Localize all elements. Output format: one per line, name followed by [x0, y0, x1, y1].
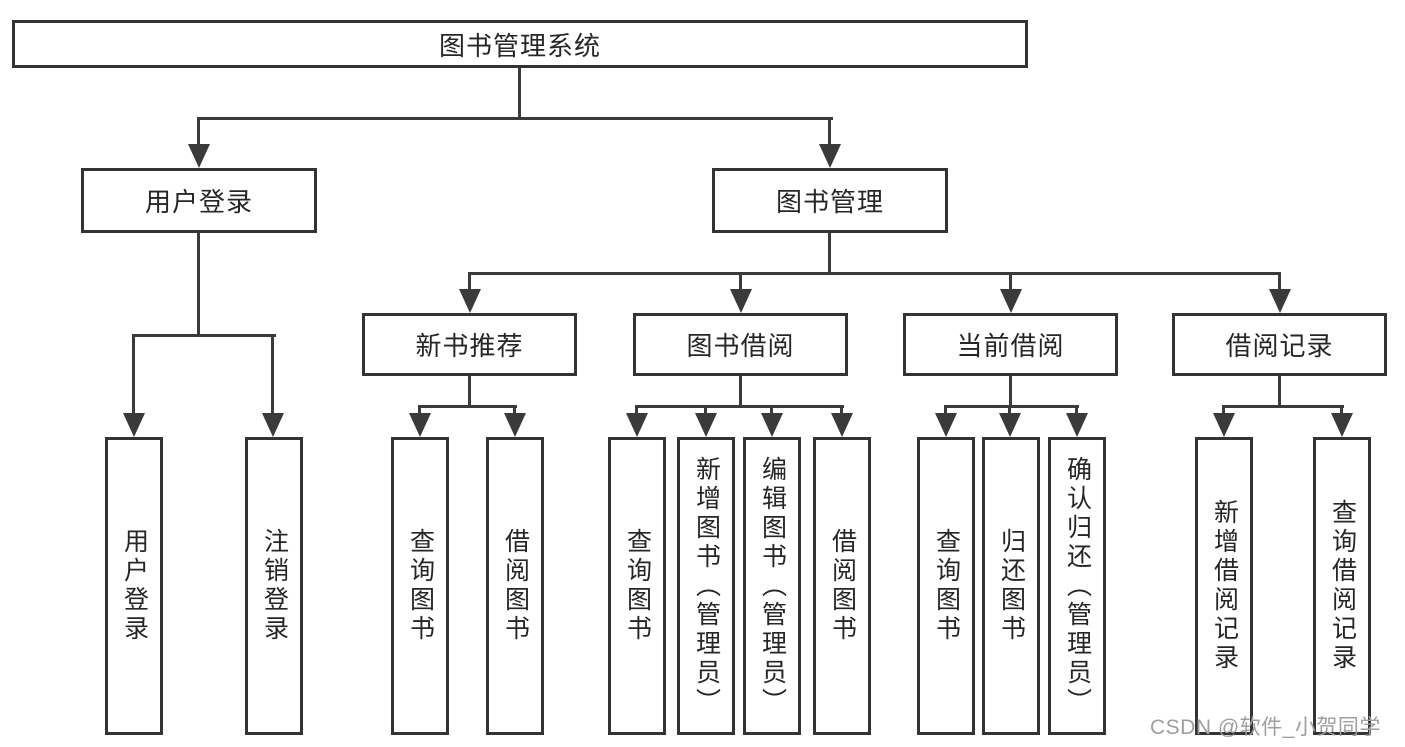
arrowhead-down-icon — [188, 144, 210, 168]
arrowhead-down-icon — [695, 413, 717, 437]
node-label: 查询图书 — [406, 528, 435, 644]
node-label: 借阅图书 — [828, 528, 857, 644]
connector-line — [1008, 405, 1011, 414]
node-leaf-confirm-return-admin: 确认归还（管理员） — [1048, 437, 1106, 735]
connector-line — [840, 405, 843, 414]
node-leaf-borrow-books: 借阅图书 — [813, 437, 871, 735]
connector-line — [132, 334, 135, 413]
node-label: 查询图书 — [932, 528, 961, 644]
node-book-borrowing: 图书借阅 — [633, 313, 848, 376]
node-leaf-edit-books-admin: 编辑图书（管理员） — [743, 437, 801, 735]
connector-line — [828, 233, 831, 272]
arrowhead-down-icon — [831, 413, 853, 437]
node-user-login: 用户登录 — [81, 168, 317, 233]
connector-line — [468, 272, 471, 289]
arrowhead-down-icon — [123, 413, 145, 437]
connector-line — [1222, 405, 1344, 408]
arrowhead-down-icon — [935, 413, 957, 437]
arrowhead-down-icon — [409, 413, 431, 437]
connector-line — [1222, 405, 1225, 414]
node-label: 查询借阅记录 — [1328, 499, 1357, 673]
node-label: 新增借阅记录 — [1210, 499, 1239, 673]
node-leaf-query-books: 查询图书 — [608, 437, 666, 735]
connector-line — [418, 405, 421, 414]
node-label: 图书管理 — [775, 187, 884, 217]
node-label: 图书管理系统 — [438, 30, 601, 61]
node-leaf-borrow-books: 借阅图书 — [486, 437, 544, 735]
connector-line — [418, 405, 517, 408]
node-label: 当前借阅 — [956, 331, 1065, 361]
arrowhead-down-icon — [1269, 289, 1291, 313]
arrowhead-down-icon — [504, 413, 526, 437]
connector-line — [197, 117, 200, 144]
node-label: 注销登录 — [260, 528, 289, 644]
connector-line — [635, 405, 844, 408]
connector-line — [1278, 272, 1281, 289]
connector-line — [635, 405, 638, 414]
connector-line — [770, 405, 773, 414]
connector-line — [739, 272, 742, 289]
node-label: 归还图书 — [997, 528, 1026, 644]
node-library-management-system: 图书管理系统 — [12, 20, 1028, 68]
connector-line — [513, 405, 516, 414]
connector-line — [739, 376, 742, 405]
connector-line — [1278, 376, 1281, 405]
connector-line — [197, 117, 833, 120]
connector-line — [944, 405, 947, 414]
connector-line — [704, 405, 707, 414]
arrowhead-down-icon — [999, 413, 1021, 437]
node-leaf-query-books: 查询图书 — [391, 437, 449, 735]
node-label: 新增图书（管理员） — [692, 455, 721, 717]
node-leaf-query-borrow-record: 查询借阅记录 — [1313, 437, 1371, 735]
arrowhead-down-icon — [1331, 413, 1353, 437]
node-label: 借阅图书 — [501, 528, 530, 644]
node-book-management: 图书管理 — [712, 168, 948, 233]
connector-line — [468, 272, 1281, 275]
connector-line — [1340, 405, 1343, 414]
node-label: 用户登录 — [144, 187, 253, 217]
node-new-book-recommendation: 新书推荐 — [362, 313, 577, 376]
arrowhead-down-icon — [819, 144, 841, 168]
node-label: 查询图书 — [623, 528, 652, 644]
arrowhead-down-icon — [1066, 413, 1088, 437]
arrowhead-down-icon — [262, 413, 284, 437]
node-leaf-user-login: 用户登录 — [105, 437, 163, 735]
arrowhead-down-icon — [459, 289, 481, 313]
node-leaf-logout: 注销登录 — [245, 437, 303, 735]
connector-line — [1075, 405, 1078, 414]
connector-line — [271, 334, 274, 413]
node-label: 图书借阅 — [686, 331, 795, 361]
connector-line — [197, 233, 200, 334]
arrowhead-down-icon — [1000, 289, 1022, 313]
node-leaf-query-books: 查询图书 — [917, 437, 975, 735]
node-leaf-return-books: 归还图书 — [982, 437, 1040, 735]
connector-line — [1009, 376, 1012, 405]
node-label: 新书推荐 — [415, 331, 524, 361]
connector-line — [944, 405, 1079, 408]
arrowhead-down-icon — [730, 289, 752, 313]
connector-line — [828, 117, 831, 144]
connector-line — [132, 334, 276, 337]
arrowhead-down-icon — [626, 413, 648, 437]
arrowhead-down-icon — [1213, 413, 1235, 437]
node-leaf-add-books-admin: 新增图书（管理员） — [677, 437, 735, 735]
node-borrowing-records: 借阅记录 — [1172, 313, 1387, 376]
connector-line — [468, 376, 471, 405]
node-label: 确认归还（管理员） — [1063, 455, 1092, 717]
node-label: 用户登录 — [120, 528, 149, 644]
connector-line — [518, 68, 521, 117]
node-current-borrowing: 当前借阅 — [903, 313, 1118, 376]
csdn-watermark: CSDN @软件_小贺同学 — [1150, 716, 1381, 739]
node-label: 编辑图书（管理员） — [758, 455, 787, 717]
node-label: 借阅记录 — [1225, 331, 1334, 361]
connector-line — [1009, 272, 1012, 289]
arrowhead-down-icon — [761, 413, 783, 437]
node-leaf-add-borrow-record: 新增借阅记录 — [1195, 437, 1253, 735]
